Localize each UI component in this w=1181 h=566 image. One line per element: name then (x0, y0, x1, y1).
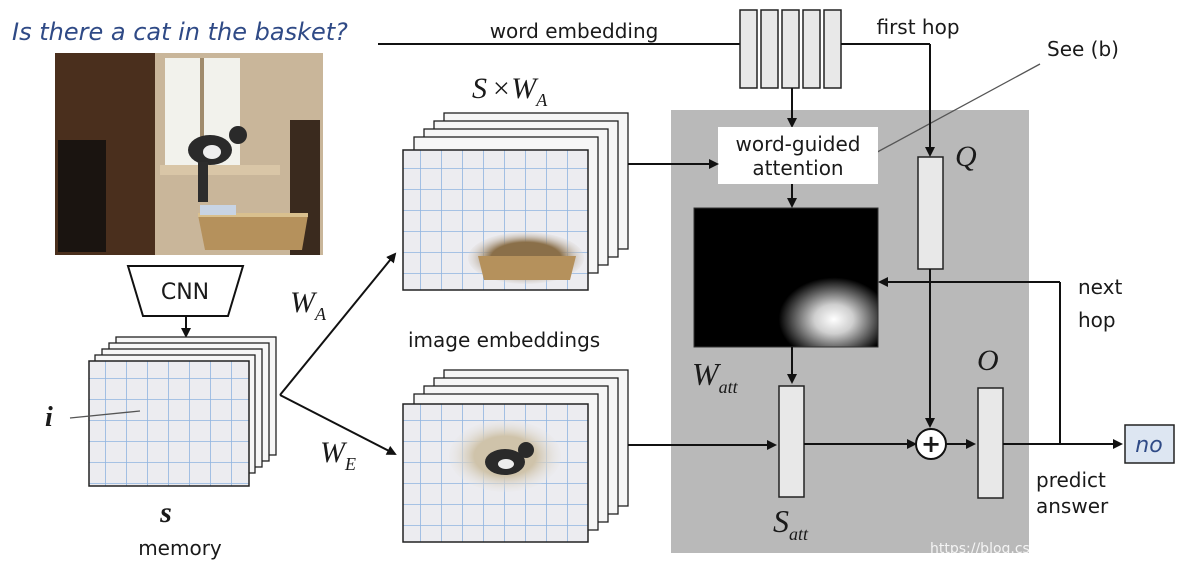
wa-symbol: WA (290, 286, 327, 324)
answer-text: no (1135, 433, 1162, 458)
input-image (55, 53, 323, 255)
next-hop-label-2: hop (1078, 308, 1116, 332)
word-guided-attention-box (718, 127, 878, 184)
cnn-block (126, 265, 245, 317)
see-b-label: See (b) (1047, 37, 1119, 61)
sum-symbol: + (921, 430, 941, 458)
predict-answer-label-2: answer (1036, 494, 1109, 518)
q-vector (917, 156, 944, 270)
watt-symbol: Watt (692, 356, 739, 397)
memory-symbol: s (159, 496, 172, 529)
satt-vector (778, 385, 805, 498)
word-embedding-label: word embedding (490, 19, 659, 43)
cnn-label: CNN (161, 280, 209, 305)
image-embeddings-label: image embeddings (408, 328, 600, 352)
predict-answer-label-1: predict (1036, 468, 1106, 492)
satt-symbol: Satt (773, 503, 809, 544)
word-embedding-vectors (739, 9, 842, 89)
attention-map (693, 207, 879, 348)
s-times-wa-label: S×WA (472, 72, 548, 110)
memory-stack (88, 336, 277, 487)
question-text: Is there a cat in the basket? (12, 18, 348, 46)
memory-label: memory (138, 536, 222, 560)
o-vector (977, 387, 1004, 499)
watermark-text: https://blog.csdn.net/oldmao_2001 (930, 541, 1175, 557)
next-hop-label-1: next (1078, 275, 1122, 299)
image-embeddings-stack (402, 369, 629, 543)
word-guided-attention-label-2: attention (752, 156, 843, 180)
q-symbol: Q (955, 140, 977, 173)
cell-index-label: i (45, 402, 53, 433)
projected-memory-stack (402, 112, 629, 291)
word-guided-attention-label-1: word-guided (736, 132, 861, 156)
we-symbol: WE (320, 436, 356, 474)
first-hop-label: first hop (876, 15, 959, 39)
answer-box (1124, 424, 1175, 464)
o-symbol: O (977, 344, 999, 377)
